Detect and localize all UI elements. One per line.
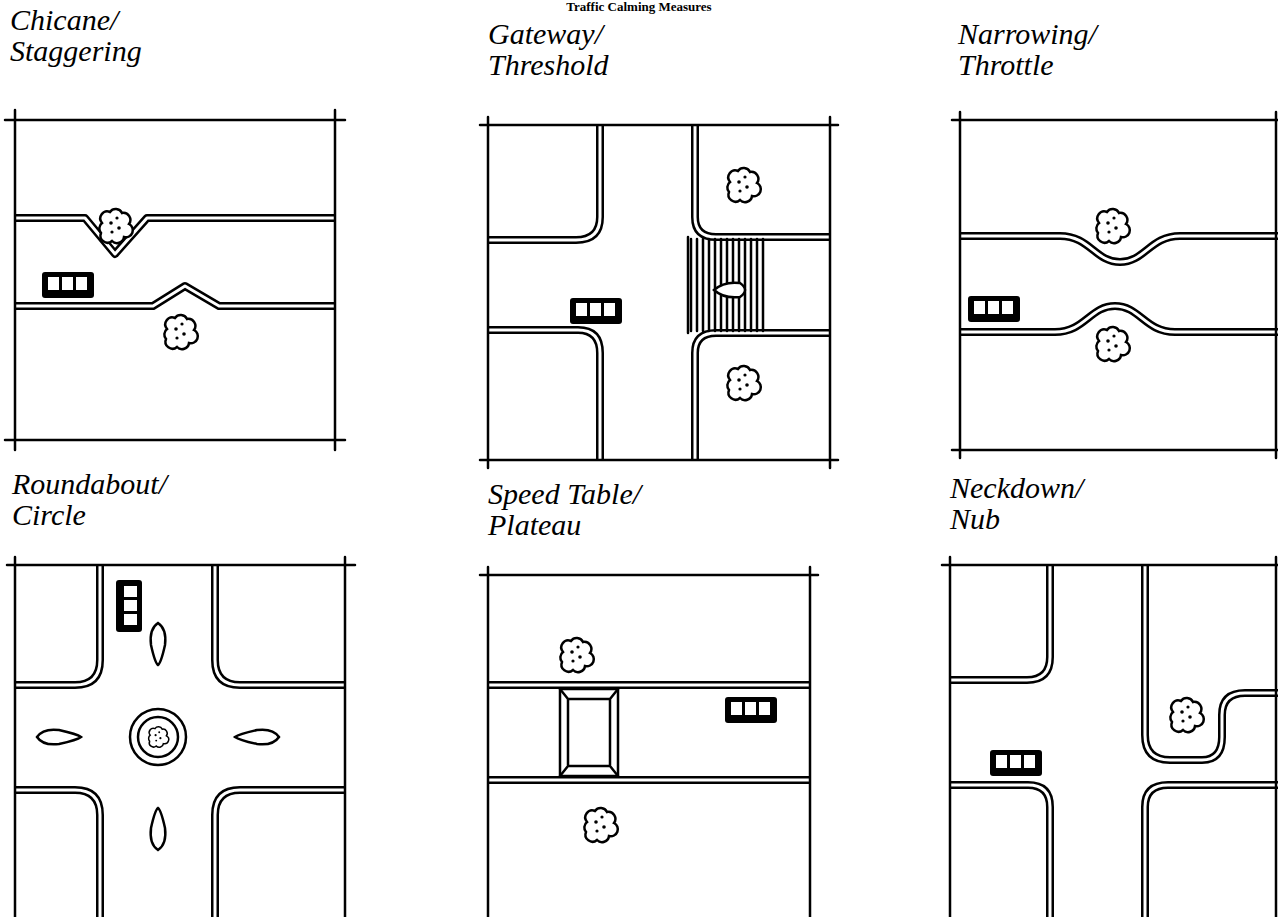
curb-line (488, 330, 600, 460)
chicane-sketch (5, 110, 345, 450)
roundabout-ring (130, 709, 186, 765)
tree-symbol (1170, 698, 1203, 732)
panel-frame (480, 117, 838, 468)
curb-line (488, 125, 600, 240)
curb-line (1145, 785, 1278, 917)
curb-line (950, 785, 1050, 917)
curb-line (950, 565, 1050, 680)
vehicle-symbol (990, 750, 1042, 776)
panel-node: Chicane/ Staggering (10, 4, 335, 440)
panel-heading: Neckdown/ Nub (950, 472, 1135, 534)
panel-frame (7, 557, 355, 917)
curb-line (488, 681, 810, 689)
roundabout-ring (138, 717, 178, 757)
curb-line (488, 684, 810, 687)
roundabout-sketch (7, 557, 355, 917)
curb-line (488, 776, 810, 784)
panel-node: Roundabout/ Circle (12, 468, 345, 917)
curb-line (15, 218, 335, 254)
curb-line (488, 125, 600, 240)
curb-line (1145, 785, 1278, 917)
speed-table (560, 689, 618, 776)
tree-symbol (584, 808, 617, 842)
traffic-island (235, 730, 279, 745)
traffic-island (151, 808, 166, 850)
tree-symbol (727, 168, 760, 202)
threshold-hatching (691, 239, 763, 331)
curb-line (488, 779, 810, 782)
traffic-island (37, 730, 81, 745)
tree-symbol (164, 315, 197, 349)
traffic-island (151, 623, 166, 665)
vehicle-symbol (42, 272, 94, 298)
curb-line (15, 565, 100, 685)
panel-heading: Speed Table/ Plateau (488, 478, 673, 540)
panel-frame (5, 110, 345, 450)
panel-frame (480, 567, 818, 917)
tree-symbol (560, 638, 593, 672)
diagram-title: Traffic Calming Measures (0, 0, 1278, 14)
tree-symbol (149, 727, 169, 747)
tree-symbol (149, 727, 169, 747)
curb-line (215, 790, 345, 917)
speed-table (560, 689, 618, 776)
panel-node: Speed Table/ Plateau (488, 478, 810, 917)
panel-heading: Gateway/ Threshold (488, 18, 673, 80)
gateway-sketch (480, 117, 838, 468)
tree-symbol (727, 366, 760, 400)
panel-frame (942, 557, 1278, 917)
curb-line (695, 333, 830, 460)
curb-line (1145, 565, 1278, 760)
curb-line (15, 790, 100, 917)
curb-line (1145, 565, 1278, 760)
narrowing-sketch (952, 112, 1278, 458)
panel-node: Narrowing/ Throttle (958, 18, 1278, 450)
neckdown-sketch (942, 557, 1278, 917)
curb-line (695, 333, 830, 460)
traffic-island (714, 283, 745, 298)
vehicle-symbol (116, 580, 142, 632)
curb-line (695, 125, 830, 237)
curb-line (215, 565, 345, 685)
curb-line (15, 218, 335, 254)
panel-frame (952, 112, 1278, 458)
panel-node: Neckdown/ Nub (950, 472, 1278, 917)
curb-line (695, 125, 830, 237)
threshold-edge (687, 237, 690, 333)
curb-line (215, 565, 345, 685)
curb-line (488, 330, 600, 460)
vehicle-symbol (116, 580, 142, 632)
curb-line (215, 790, 345, 917)
vehicle-symbol (570, 298, 622, 324)
tree-symbol (1096, 327, 1129, 361)
panel-heading: Roundabout/ Circle (12, 468, 197, 530)
tree-symbol (99, 209, 132, 243)
vehicle-symbol (968, 296, 1020, 322)
vehicle-symbol (725, 697, 777, 723)
speed-table-sketch (480, 567, 818, 917)
panel-node: Gateway/ Threshold (488, 18, 830, 460)
panel-heading: Narrowing/ Throttle (958, 18, 1143, 80)
panel-heading: Chicane/ Staggering (10, 4, 195, 66)
curb-line (15, 790, 100, 917)
curb-line (15, 565, 100, 685)
curb-line (950, 785, 1050, 917)
tree-symbol (1096, 209, 1129, 243)
curb-line (950, 565, 1050, 680)
